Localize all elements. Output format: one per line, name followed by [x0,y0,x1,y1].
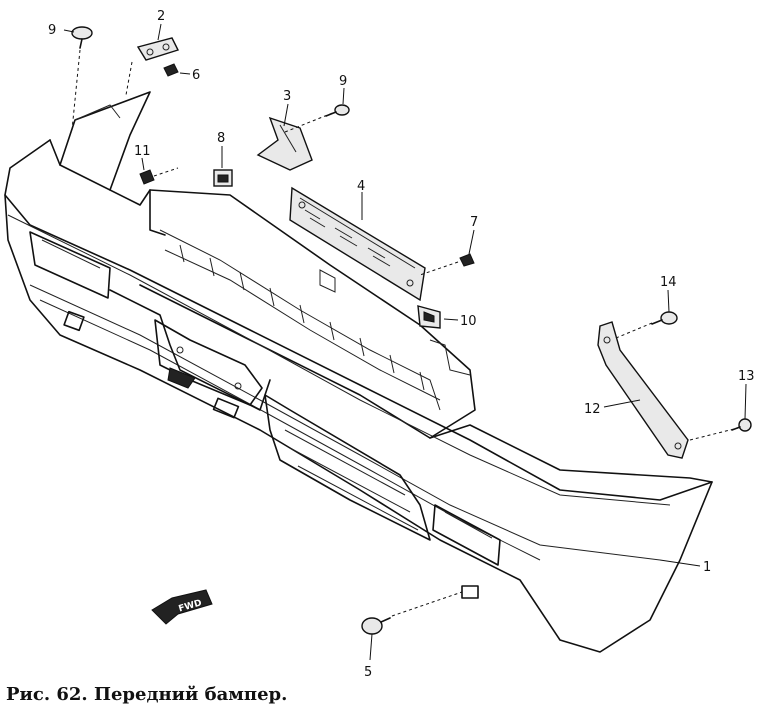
callout-5: 5 [364,665,372,680]
bumper-cover [4,91,713,653]
callout-numbers: 9 2 6 3 9 11 8 4 7 10 14 13 12 1 5 [48,9,755,680]
leader-lines [63,23,747,661]
callout-12: 12 [584,402,601,417]
screw-part-9-top [71,26,93,131]
callout-2: 2 [157,9,165,24]
callout-9-side: 9 [339,74,347,89]
screw-part-5 [361,591,463,635]
callout-6: 6 [192,68,200,83]
callout-14: 14 [660,275,677,290]
screw-part-7 [419,253,475,276]
callout-11: 11 [134,144,151,159]
callout-7: 7 [470,215,478,230]
screw-part-14 [651,311,678,325]
callout-1: 1 [703,560,711,575]
callout-4: 4 [357,179,365,194]
forward-direction-arrow: FWD [151,589,213,625]
callout-13: 13 [738,369,755,384]
license-plate-bracket [289,186,426,302]
side-mount-bracket [256,111,336,171]
callout-9-top: 9 [48,23,56,38]
callout-8: 8 [217,131,225,146]
screw-part-11 [139,167,179,185]
screw-part-9-side [325,104,350,117]
callout-10: 10 [460,314,477,329]
corner-bracket [125,37,179,96]
figure-caption: Рис. 62. Передний бампер. [6,684,288,705]
side-brace [597,321,739,459]
callout-3: 3 [283,89,291,104]
clip-part-10 [417,305,441,329]
screw-part-13 [731,418,752,432]
bumper-exploded-diagram: FWD 9 2 6 3 9 11 8 4 7 10 14 13 12 1 5 [4,9,755,680]
screw-part-6 [163,63,179,77]
clip-part-8 [213,169,233,187]
